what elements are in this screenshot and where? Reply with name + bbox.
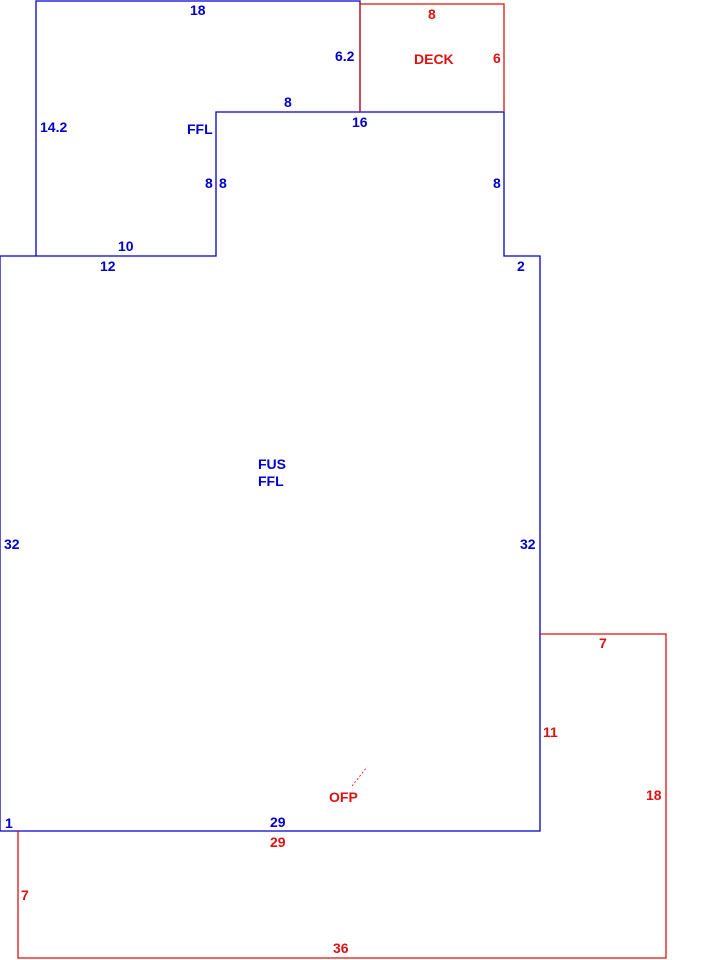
dim-upper-wing-left: 14.2 — [40, 119, 67, 135]
dim-porch-left-lower: 7 — [21, 887, 29, 903]
dim-deck-right: 6 — [493, 50, 501, 66]
dim-main-bottom-left: 1 — [5, 815, 13, 831]
main-structure-outline — [0, 0, 541, 832]
upper-wing-label: FFL — [187, 121, 213, 137]
dim-porch-bottom: 36 — [333, 940, 349, 956]
deck-outline — [359, 3, 505, 112]
dim-upper-wing-top: 18 — [190, 2, 206, 18]
area-label-fus: FUS — [258, 456, 286, 472]
dim-main-top-right: 2 — [517, 258, 525, 274]
dim-main-right: 32 — [520, 536, 536, 552]
dim-main-bottom: 29 — [270, 814, 286, 830]
dim-porch-left-upper: 11 — [543, 724, 558, 740]
porch-leader-line — [351, 766, 368, 787]
dim-porch-top: 7 — [599, 635, 607, 651]
dim-deck-top: 8 — [428, 6, 436, 22]
dim-east-step: 8 — [493, 175, 501, 191]
dim-step-left: 8 — [205, 175, 213, 191]
area-label-ffl: FFL — [258, 473, 284, 489]
porch-outline — [17, 633, 667, 959]
dim-porch-right: 18 — [646, 787, 662, 803]
upper-wing-divider — [36, 111, 360, 257]
deck-label: DECK — [414, 51, 454, 67]
dim-upper-wing-right: 6.2 — [335, 48, 355, 64]
dim-main-left: 32 — [4, 536, 20, 552]
porch-label: OFP — [329, 789, 358, 805]
dim-porch-inner-top: 29 — [270, 834, 286, 850]
dim-step-right: 8 — [219, 175, 227, 191]
dim-step-top: 8 — [284, 94, 292, 110]
dim-deck-bottom: 16 — [352, 114, 368, 130]
dim-upper-wing-bottom: 10 — [118, 238, 134, 254]
dim-main-top-left: 12 — [100, 258, 116, 274]
